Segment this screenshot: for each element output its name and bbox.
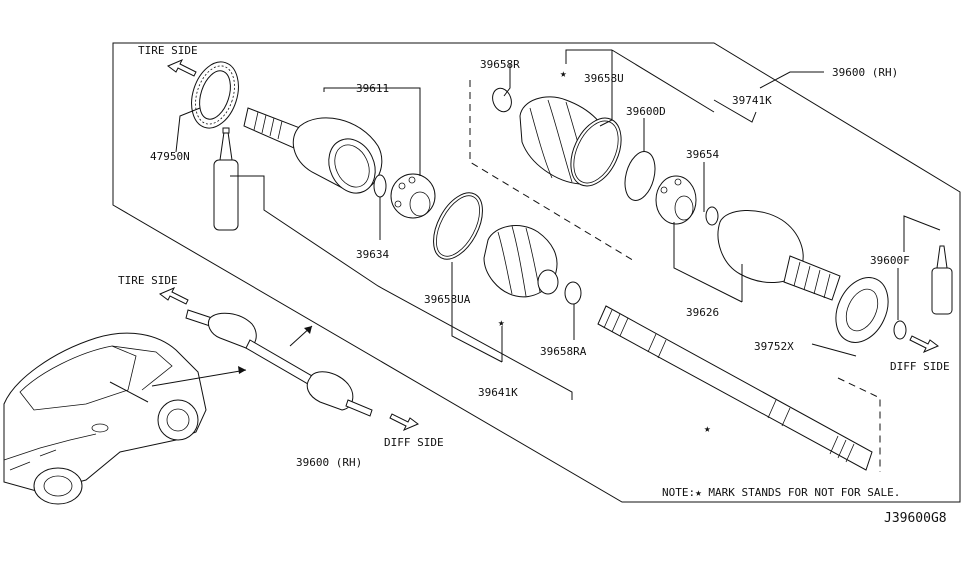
label-star-shaft: ★: [704, 422, 711, 435]
inner-housing-39626: [717, 209, 841, 301]
label-tire-side-left: TIRE SIDE: [118, 274, 178, 287]
arrow-diff-side-bottom: [389, 413, 419, 431]
label-tire-side-top: TIRE SIDE: [138, 44, 198, 57]
label-39658U: 39658U: [584, 72, 624, 85]
abs-sensor-ring: [191, 61, 239, 129]
grease-tube-right: [931, 245, 953, 315]
diagram-code: J39600G8: [884, 511, 947, 526]
arrow-diff-side-right: [909, 335, 939, 353]
label-39626: 39626: [686, 306, 719, 319]
label-39654: 39654: [686, 148, 719, 161]
label-39600RH-top: 39600 (RH): [832, 66, 898, 79]
arrow-tire-side-left: [159, 287, 189, 305]
label-star-mid: ★: [498, 316, 505, 329]
outer-kit-dashed-frame: [837, 377, 881, 472]
label-39641K: 39641K: [478, 386, 518, 399]
label-diff-side-bottom: DIFF SIDE: [384, 436, 444, 449]
note-not-for-sale: NOTE:★ MARK STANDS FOR NOT FOR SALE.: [662, 486, 900, 499]
circlip-39654: [705, 206, 719, 226]
label-39611: 39611: [356, 82, 389, 95]
label-39752X: 39752X: [754, 340, 794, 353]
outer-boot-39741K: [483, 225, 559, 298]
oil-seal-39752X: [835, 277, 889, 343]
small-shaft-overview: [185, 309, 373, 417]
grease-tube-left: [213, 127, 239, 231]
label-star-top: ★: [560, 67, 567, 80]
label-39658UA: 39658UA: [424, 293, 471, 306]
outer-joint-stub: [243, 107, 301, 149]
vehicle-pointer-arrow: [151, 366, 247, 387]
outer-cv-joint: [292, 117, 383, 194]
snap-ring-39634: [373, 174, 387, 198]
vehicle-illustration: [3, 332, 207, 505]
label-39658R: 39658R: [480, 58, 520, 71]
assembly-frame: [112, 42, 961, 503]
tripod-39654: [655, 175, 697, 225]
label-diff-side-right: DIFF SIDE: [890, 360, 950, 373]
drive-shaft: [597, 305, 873, 471]
tripod-joint-39611: [390, 173, 436, 219]
small-band-39658RA: [564, 281, 582, 305]
label-39600RH-bottom: 39600 (RH): [296, 456, 362, 469]
position-arrow-up: [289, 325, 313, 347]
boot-band-39658U: [570, 117, 622, 187]
leader-lines: [175, 49, 941, 400]
arrow-tire-side-top: [167, 59, 197, 77]
label-39741K: 39741K: [732, 94, 772, 107]
small-band-39658R: [492, 87, 512, 113]
snap-ring-39600F: [893, 320, 907, 340]
snap-ring-39600D: [624, 151, 656, 201]
label-39600F: 39600F: [870, 254, 910, 267]
label-39658RA: 39658RA: [540, 345, 587, 358]
inner-kit-dashed-frame: [469, 80, 637, 263]
label-47950N: 47950N: [150, 150, 190, 163]
label-39600D: 39600D: [626, 105, 666, 118]
boot-band-39658UA: [433, 192, 483, 260]
label-39634: 39634: [356, 248, 389, 261]
